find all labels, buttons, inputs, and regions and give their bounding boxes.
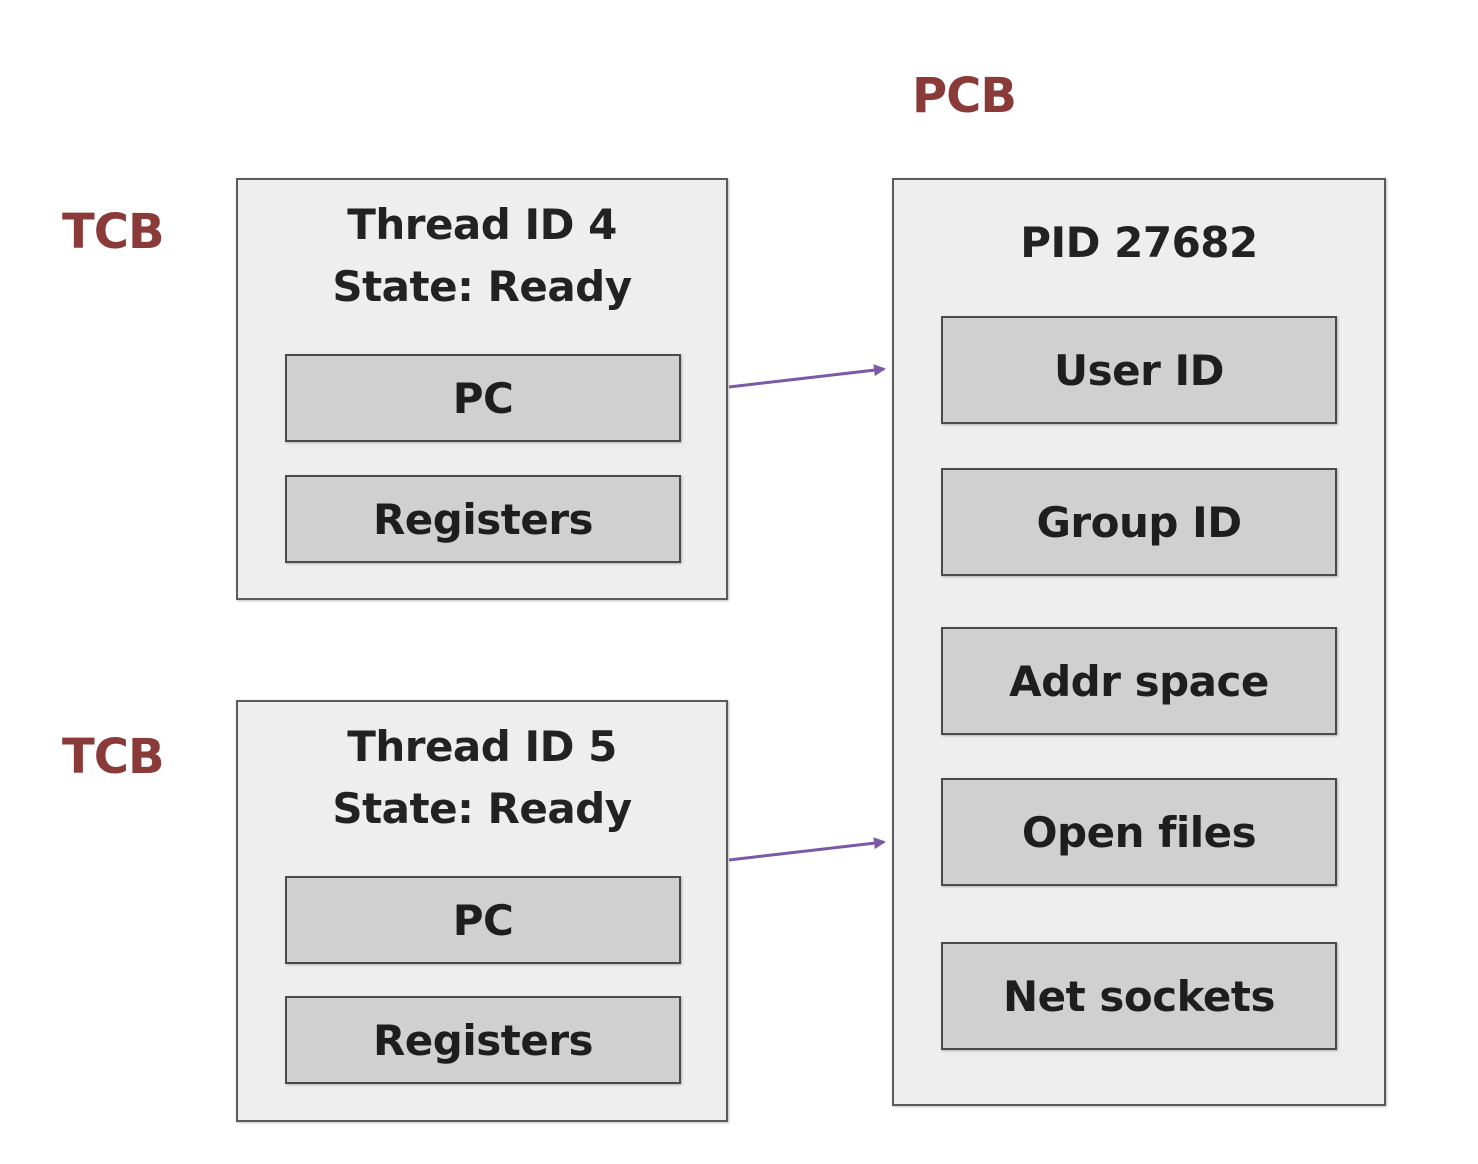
arrow-thread-5-to-pcb <box>728 837 886 862</box>
thread-id-4-text: Thread ID 4 <box>347 200 617 249</box>
thread-5-state-text: State: Ready <box>332 784 632 833</box>
thread-5-registers-field: Registers <box>285 996 681 1084</box>
pid-text: PID 27682 <box>1020 218 1258 267</box>
thread-4-registers-field: Registers <box>285 475 681 563</box>
group-id-field: Group ID <box>941 468 1337 576</box>
open-files-field: Open files <box>941 778 1337 886</box>
arrow-thread-4-to-pcb <box>728 364 886 389</box>
addr-space-field: Addr space <box>941 627 1337 735</box>
tcb-label-top: TCB <box>62 204 165 260</box>
net-sockets-field: Net sockets <box>941 942 1337 1050</box>
thread-4-pc-field: PC <box>285 354 681 442</box>
pcb-label: PCB <box>912 68 1017 124</box>
tcb-box-thread-4: Thread ID 4 State: Ready PC Registers <box>236 178 728 600</box>
thread-id-5-text: Thread ID 5 <box>347 722 617 771</box>
tcb-label-bottom: TCB <box>62 729 165 785</box>
thread-5-pc-field: PC <box>285 876 681 964</box>
thread-4-state-text: State: Ready <box>332 262 632 311</box>
pcb-box: PID 27682 User ID Group ID Addr space Op… <box>892 178 1386 1106</box>
user-id-field: User ID <box>941 316 1337 424</box>
tcb-box-thread-5: Thread ID 5 State: Ready PC Registers <box>236 700 728 1122</box>
